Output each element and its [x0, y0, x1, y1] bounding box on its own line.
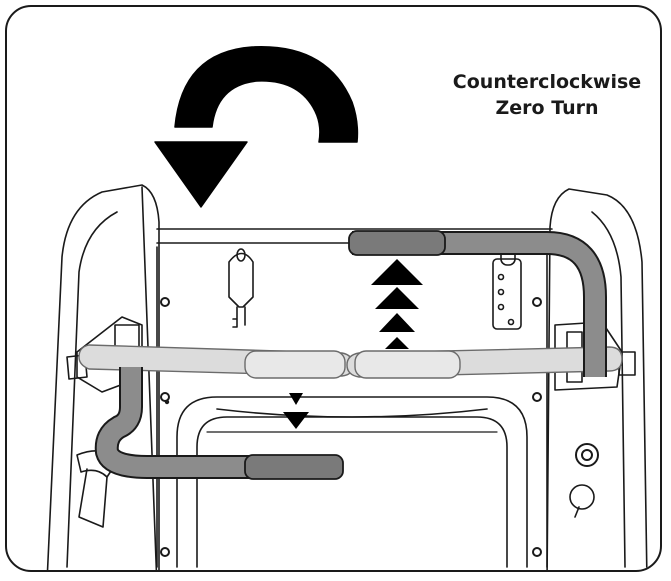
- machine-illustration: [46, 46, 648, 570]
- triangle-down-icon: [289, 393, 303, 405]
- right-lever-forward: [348, 230, 607, 377]
- left-fender: [46, 184, 160, 570]
- counterclockwise-arrow-icon: [154, 46, 359, 208]
- throttle-control: [492, 242, 522, 330]
- caption-line-1: Counterclockwise: [452, 71, 642, 93]
- seat-curve: [216, 408, 488, 418]
- triangle-down-icon: [283, 412, 309, 429]
- right-fender-inner: [591, 211, 626, 568]
- ignition-key-icon: [228, 248, 254, 328]
- right-hardware: [569, 443, 599, 518]
- triangle-up-icon: [371, 259, 423, 285]
- center-seat-inner: [196, 416, 508, 568]
- bolt-icons: [160, 297, 542, 557]
- forward-triangle-icons: [371, 259, 423, 349]
- parking-brake-handle: [76, 450, 120, 528]
- triangle-up-icon: [385, 337, 409, 349]
- center-seat-outline: [176, 396, 528, 568]
- reverse-triangle-icons: [283, 393, 309, 429]
- caption-line-2: Zero Turn: [495, 97, 599, 119]
- ghost-lever-neutral: [78, 344, 623, 379]
- turn-caption: Counterclockwise Zero Turn: [427, 69, 660, 121]
- left-fender-inner: [66, 211, 118, 568]
- triangle-up-icon: [375, 287, 419, 309]
- diagram-frame: Counterclockwise Zero Turn: [5, 5, 662, 572]
- triangle-up-icon: [379, 313, 415, 332]
- left-fender-edge: [141, 186, 158, 570]
- right-fender: [546, 188, 648, 570]
- left-lever-reverse: [94, 367, 344, 480]
